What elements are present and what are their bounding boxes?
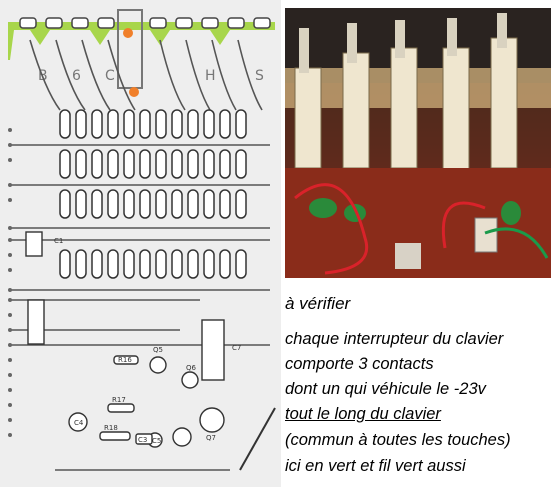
diagonal-trace — [239, 407, 276, 471]
note-line-4: tout le long du clavier — [285, 405, 441, 423]
green-capacitors — [309, 198, 521, 225]
svg-text:Q6: Q6 — [186, 364, 197, 372]
note-line-3: dont un qui véhicule le -23v — [285, 380, 486, 398]
top-connector-pads — [19, 17, 271, 29]
red-wire-2 — [441, 201, 486, 249]
connector-mid — [25, 231, 43, 257]
green-wire — [484, 227, 549, 259]
svg-text:H: H — [205, 68, 216, 84]
note-title: à vérifier — [285, 294, 351, 313]
svg-text:Q5: Q5 — [153, 346, 163, 354]
highlight-dot-bottom — [129, 87, 139, 97]
svg-text:C4: C4 — [74, 419, 84, 427]
svg-text:R17: R17 — [112, 396, 126, 404]
svg-text:C1: C1 — [54, 237, 63, 245]
note-line-6: ici en vert et fil vert aussi — [285, 457, 466, 475]
svg-text:R16: R16 — [118, 356, 132, 364]
svg-text:6: 6 — [72, 68, 81, 84]
highlight-box — [117, 9, 143, 89]
svg-text:C: C — [105, 68, 115, 84]
component-block — [395, 243, 421, 269]
svg-text:Q7: Q7 — [206, 434, 216, 442]
metal-tabs — [299, 13, 507, 73]
connector-left — [27, 299, 45, 345]
note-line-1: chaque interrupteur du clavier — [285, 330, 504, 348]
switch-traces — [29, 39, 263, 111]
svg-text:S: S — [255, 68, 264, 84]
svg-text:C5: C5 — [152, 437, 161, 445]
keyboard-photo — [285, 8, 551, 278]
left-edge-pins — [8, 128, 12, 437]
component-labels: R16 R17 R18 C3 C4 C5 Q5 Q6 Q7 C1 C7 — [54, 237, 241, 445]
diode-array — [59, 109, 247, 279]
svg-text:C7: C7 — [232, 344, 241, 352]
pcb-layout-image: B 6 C H S — [0, 0, 281, 487]
wire-connector — [474, 217, 498, 253]
svg-text:C3: C3 — [138, 436, 147, 444]
red-wire — [294, 183, 368, 275]
ic-chip — [201, 319, 225, 381]
highlight-dot-top — [123, 28, 133, 38]
components — [68, 355, 225, 448]
svg-text:R18: R18 — [104, 424, 118, 432]
note-line-2: comporte 3 contacts — [285, 355, 434, 373]
note-line-5: (commun à toutes les touches) — [285, 431, 511, 449]
